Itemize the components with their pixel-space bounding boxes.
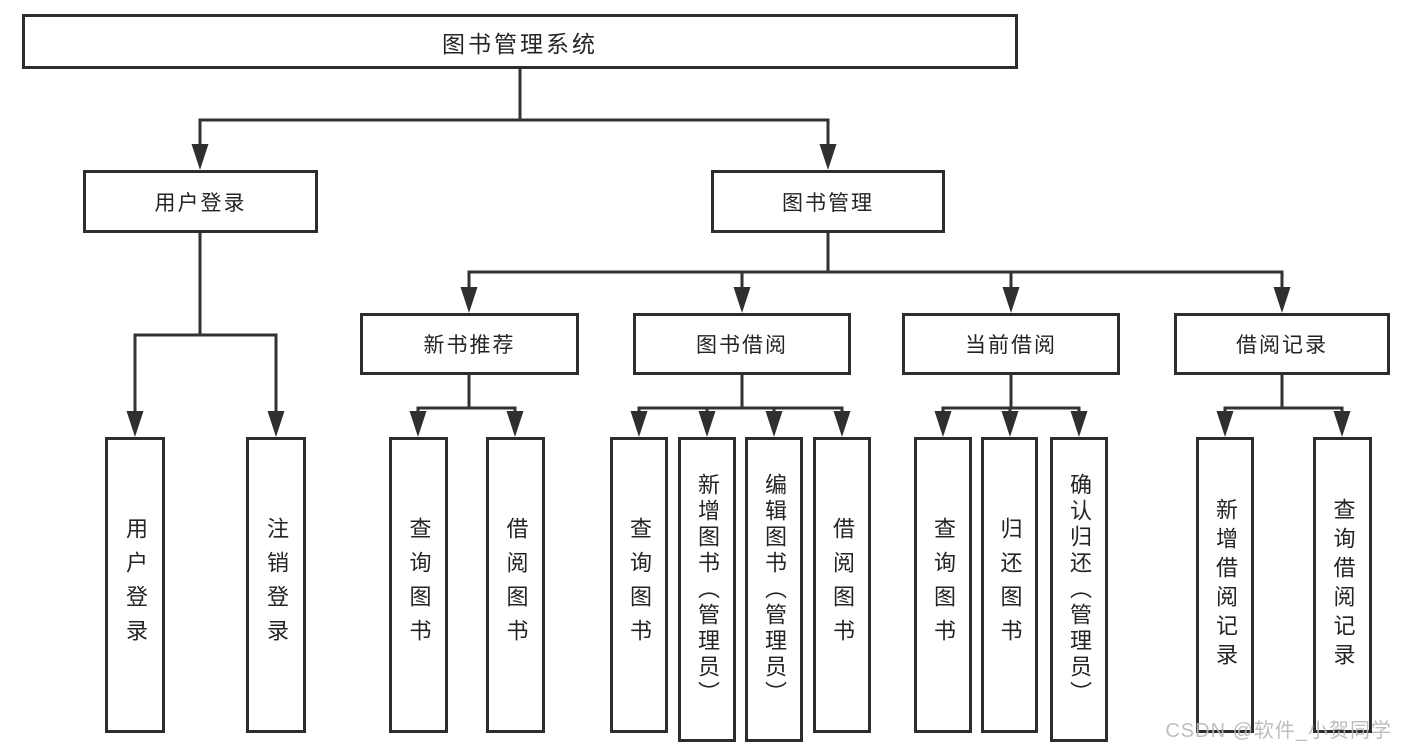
node-book-management: 图书管理 xyxy=(711,170,945,233)
node-new-book-recommend: 新书推荐 xyxy=(360,313,579,375)
node-current-borrow: 当前借阅 xyxy=(902,313,1120,375)
node-user-login: 用户登录 xyxy=(83,170,318,233)
node-root-system: 图书管理系统 xyxy=(22,14,1018,69)
node-new-book-recommend-label: 新书推荐 xyxy=(423,334,516,357)
leaf-borrow-books: 借阅图书 xyxy=(813,437,871,733)
node-borrow-records-label: 借阅记录 xyxy=(1236,334,1328,357)
leaf-edit-books-admin: 编辑图书（管理员） xyxy=(745,437,803,742)
node-user-login-label: 用户登录 xyxy=(154,191,247,215)
arrowhead-icons xyxy=(126,144,1351,437)
leaf-query-books-recommend: 查询图书 xyxy=(389,437,448,733)
leaf-return-books: 归还图书 xyxy=(981,437,1038,733)
node-current-borrow-label: 当前借阅 xyxy=(965,334,1057,357)
leaf-add-borrow-record: 新增借阅记录 xyxy=(1196,437,1254,733)
node-book-management-label: 图书管理 xyxy=(782,191,874,215)
node-borrow-records: 借阅记录 xyxy=(1174,313,1390,375)
leaf-query-borrow-record: 查询借阅记录 xyxy=(1313,437,1372,733)
leaf-add-books-admin: 新增图书（管理员） xyxy=(678,437,736,742)
leaf-user-login: 用户登录 xyxy=(105,437,165,733)
leaf-query-books-borrow: 查询图书 xyxy=(610,437,668,733)
leaf-logout: 注销登录 xyxy=(246,437,306,733)
node-root-label: 图书管理系统 xyxy=(442,30,598,57)
leaf-query-books-current: 查询图书 xyxy=(914,437,972,733)
node-book-borrow: 图书借阅 xyxy=(633,313,851,375)
leaf-borrow-books-recommend: 借阅图书 xyxy=(486,437,545,733)
leaf-confirm-return-admin: 确认归还（管理员） xyxy=(1050,437,1108,742)
watermark: CSDN @软件_小贺同学 xyxy=(1165,720,1392,742)
node-book-borrow-label: 图书借阅 xyxy=(696,334,788,357)
